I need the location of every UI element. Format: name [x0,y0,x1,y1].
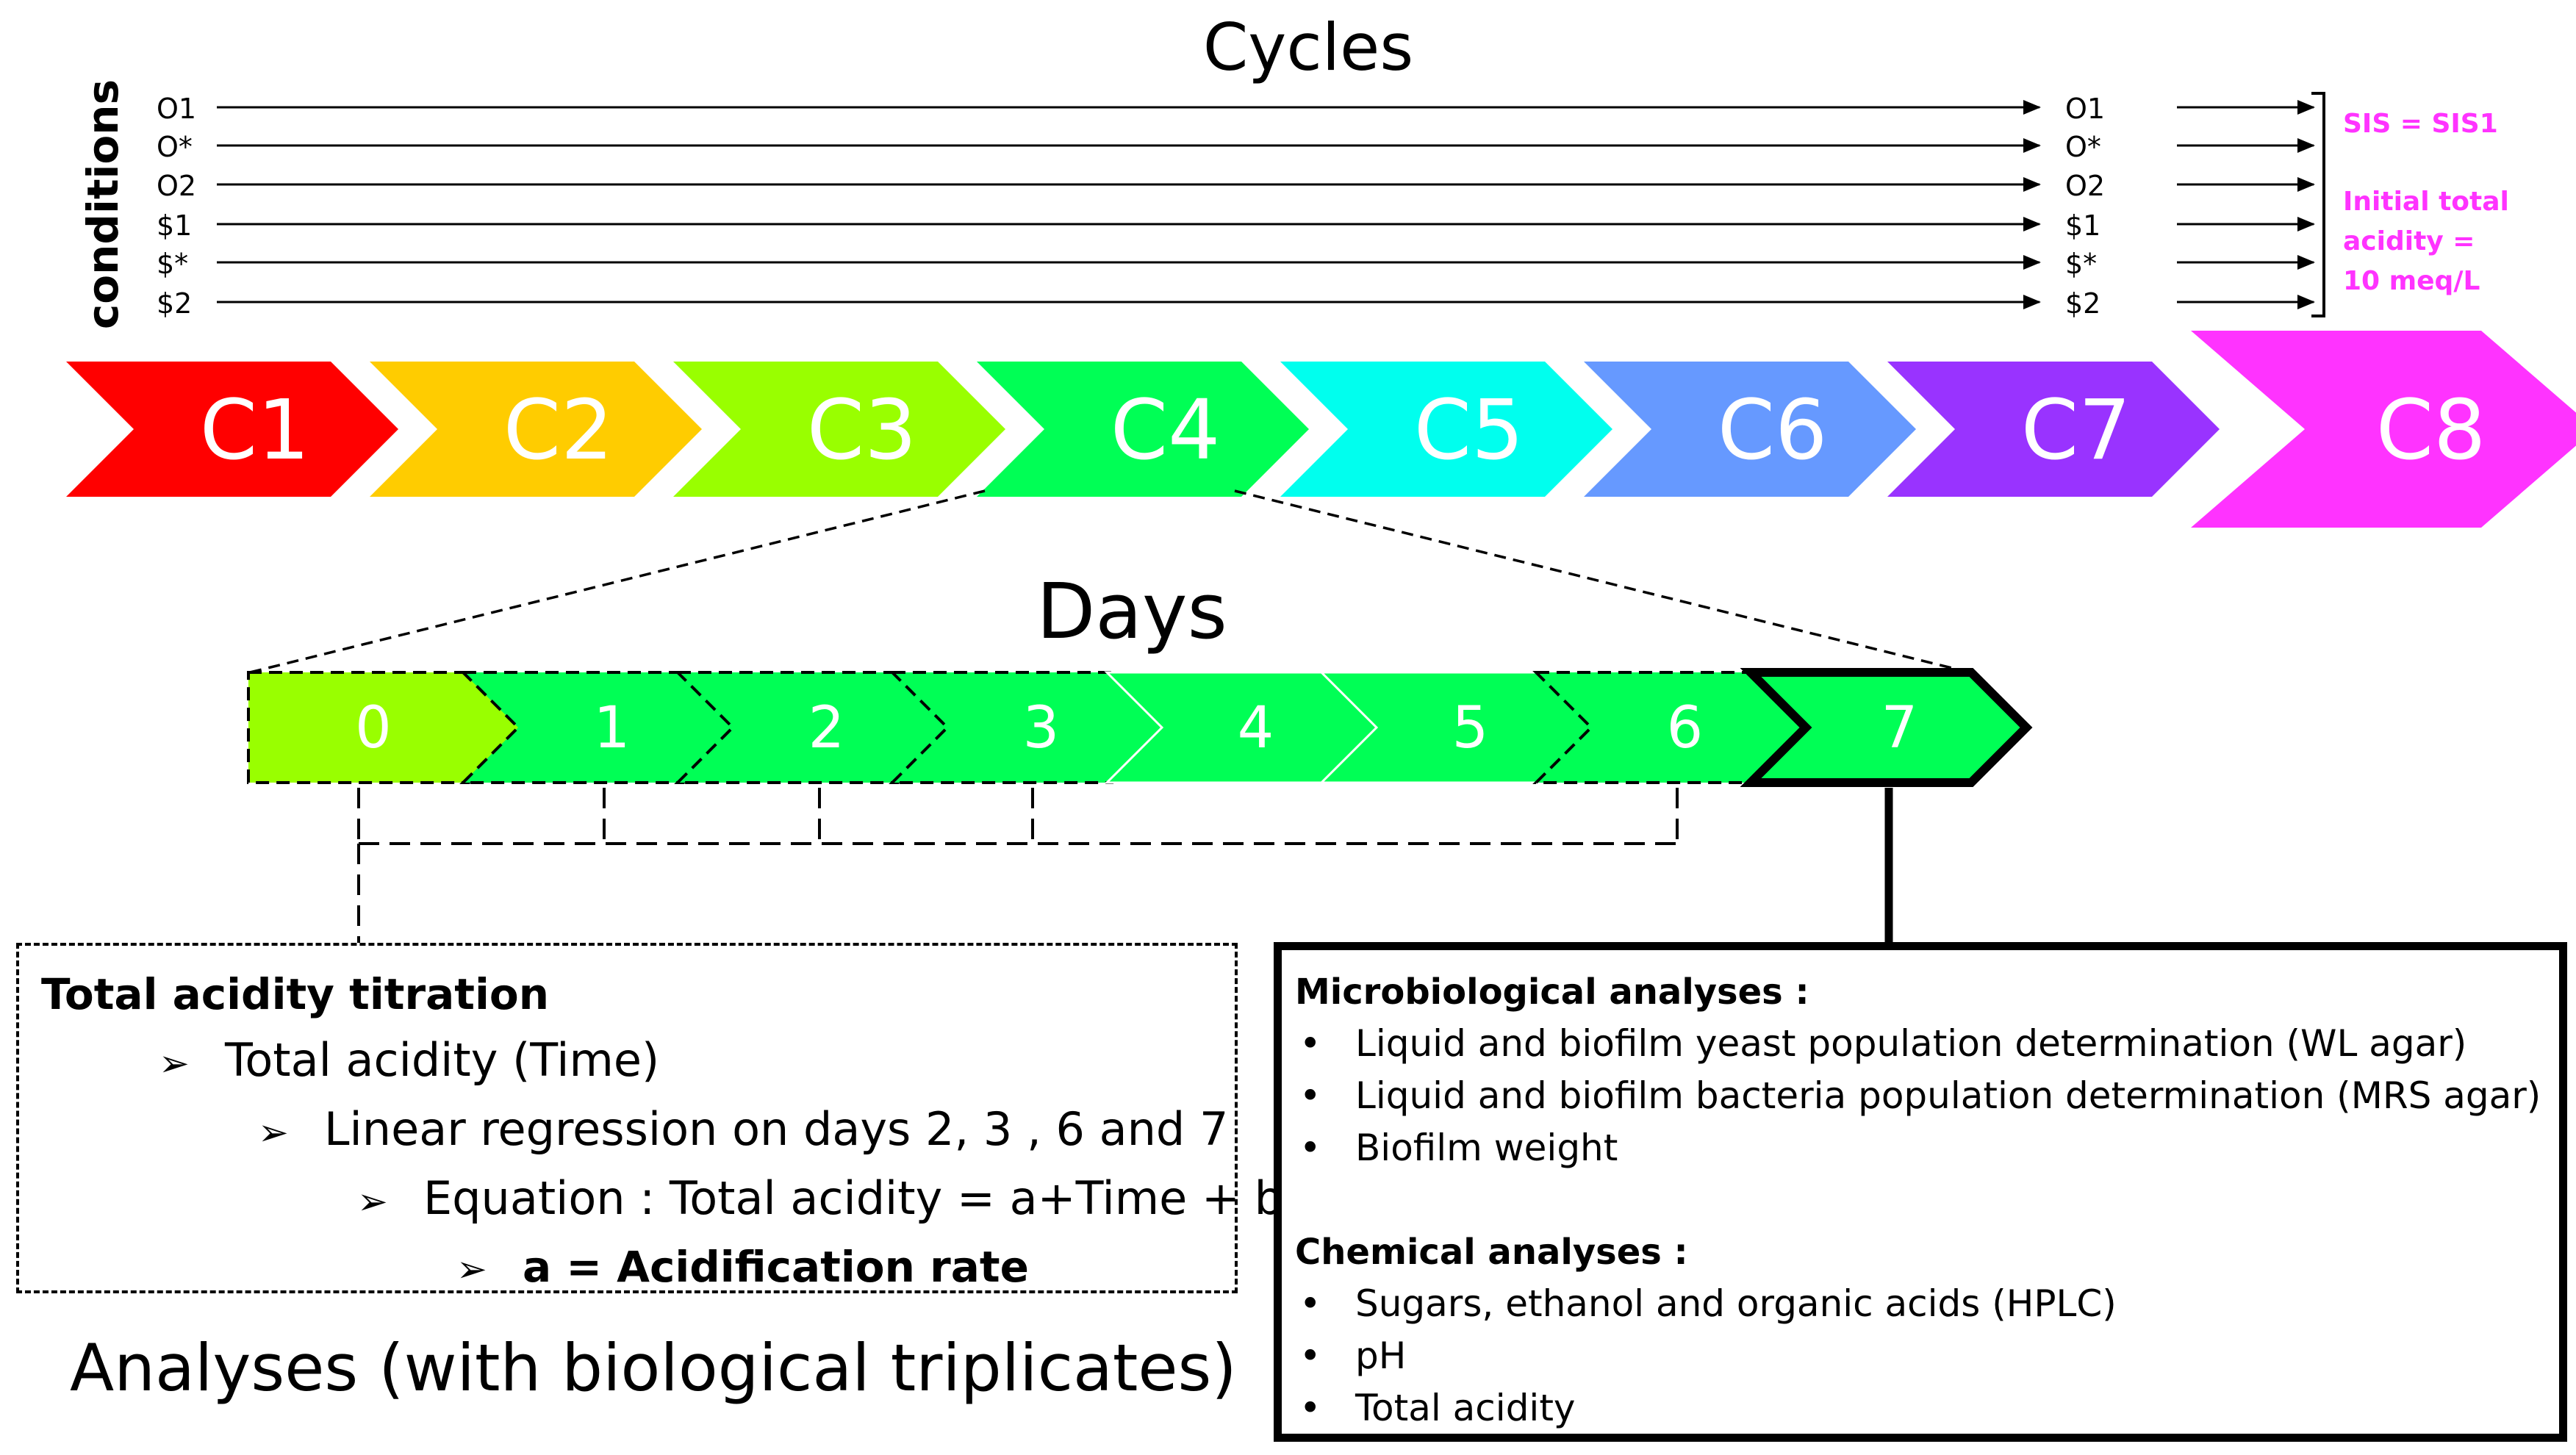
cycle-chevron: C7 [1887,362,2220,497]
final-note-acidity-1: Initial total [2343,187,2509,217]
chem-item: •Sugars, ethanol and organic acids (HPLC… [1295,1278,2559,1330]
bullet-icon: • [1299,1022,1321,1065]
cycle-chevron: C2 [370,362,702,497]
cycle-shape [66,362,398,497]
condition-label-left: O* [157,131,193,163]
condition-label-left: O1 [157,93,196,125]
micro-item: •Biofilm weight [1295,1122,2559,1174]
condition-row: O* O* [157,131,2315,163]
final-note-acidity-3: 10 meq/L [2343,266,2480,296]
condition-label-right: O1 [2065,93,2105,125]
day-label: 2 [808,695,845,761]
day-label: 6 [1667,695,1704,761]
chemical-analyses-title: Chemical analyses : [1295,1232,1688,1273]
cycle-shape [977,362,1309,497]
cycle-shape [2191,331,2576,528]
acidity-step-3: ➢Equation : Total acidity = a+Time + b [41,1165,1283,1235]
cycle-label: C5 [1414,383,1524,478]
condition-label-left: $2 [157,287,192,320]
arrow-bullet-icon: ➢ [159,1042,190,1085]
day-label: 0 [355,695,392,761]
day-shape [1740,668,2033,787]
cycle-label: C8 [2376,383,2486,478]
acidity-step-1: ➢Total acidity (Time) [41,1027,1235,1096]
condition-label-right: $2 [2065,287,2100,320]
cycle-shape [1887,362,2220,497]
cycle-label: C3 [807,383,916,478]
final-condition-bracket [2311,92,2325,317]
sampling-bracket [357,788,1679,943]
day-chevron: 7 [1740,668,2033,787]
final-note-sis: SIS = SIS1 [2343,109,2498,139]
cycle-label: C4 [1111,383,1220,478]
condition-rows: O1 O1O* O* O2 O2 $1 $1 $* $* $2 $2 [157,93,2315,320]
condition-label-left: O2 [157,170,196,202]
zoom-line-left [249,489,986,674]
condition-row: O2 O2 [157,170,2315,202]
cycle-chevron: C6 [1584,362,1916,497]
condition-label-right: O2 [2065,170,2105,202]
cycle-chevron: C4 [977,362,1309,497]
condition-row: $* $* [157,248,2315,280]
chem-item: •pH [1295,1330,2559,1382]
bullet-icon: • [1299,1127,1321,1169]
day-label: 4 [1238,695,1274,761]
microbiological-analyses-title: Microbiological analyses : [1295,971,1809,1013]
cycle-shape [1280,362,1612,497]
analyses-box: Microbiological analyses : •Liquid and b… [1274,942,2567,1442]
cycle-label: C1 [200,383,309,478]
cycle-label: C6 [1718,383,1827,478]
acidity-step-4: ➢a = Acidification rate [41,1235,1235,1302]
cycles-title: Cycles [1203,10,1413,85]
bullet-icon: • [1299,1387,1321,1429]
condition-label-right: $* [2065,248,2097,280]
condition-label-right: O* [2065,131,2101,163]
final-note-acidity-2: acidity = [2343,226,2475,256]
acidity-step-2: ➢Linear regression on days 2, 3 , 6 and … [41,1096,1235,1165]
day-chevron: 0 [247,671,526,784]
cycle-shape [1584,362,1916,497]
bullet-icon: • [1299,1282,1321,1325]
zoom-line-right [1234,489,1970,674]
cycle-label: C7 [2021,383,2131,478]
chem-item: •Total acidity [1295,1382,2559,1434]
day-chevron: 5 [1319,671,1599,784]
condition-row: $2 $2 [157,287,2315,320]
day-chevron: 4 [1104,671,1385,784]
condition-label-right: $1 [2065,209,2100,242]
cycle-chevron: C8 [2191,331,2576,528]
bullet-icon: • [1299,1074,1321,1117]
condition-row: $1 $1 [157,209,2315,242]
day-chevron: 2 [674,671,955,784]
condition-row: O1 O1 [157,93,2315,125]
arrow-bullet-icon: ➢ [258,1111,289,1154]
acidity-titration-box: Total acidity titration ➢Total acidity (… [16,943,1283,1293]
arrow-bullet-icon: ➢ [357,1180,388,1223]
day-label: 7 [1881,695,1918,761]
day-label: 1 [594,695,631,761]
cycle-label: C2 [503,383,613,478]
cycles-chevron-row: C1 C2 C3 C4 C5 C6 C7 C8 [66,331,2576,528]
analyses-caption: Analyses (with biological triplicates) [70,1330,1237,1406]
cycle-shape [370,362,702,497]
micro-item: •Liquid and biofilm bacteria population … [1295,1070,2559,1122]
day-label: 5 [1452,695,1489,761]
micro-item: •Liquid and biofilm yeast population det… [1295,1018,2559,1070]
cycle-chevron: C3 [673,362,1005,497]
arrow-bullet-icon: ➢ [456,1248,487,1290]
acidity-box-title: Total acidity titration [41,969,549,1019]
condition-label-left: $1 [157,209,192,242]
cycle-chevron: C1 [66,362,398,497]
day-label: 3 [1023,695,1060,761]
cycle-shape [673,362,1005,497]
days-title: Days [1036,567,1227,656]
conditions-axis-label: conditions [78,79,128,329]
bullet-icon: • [1299,1334,1321,1377]
condition-label-left: $* [157,248,188,280]
cycle-chevron: C5 [1280,362,1612,497]
days-chevron-row: 0 1 2 3 4 5 6 7 [247,668,2033,787]
